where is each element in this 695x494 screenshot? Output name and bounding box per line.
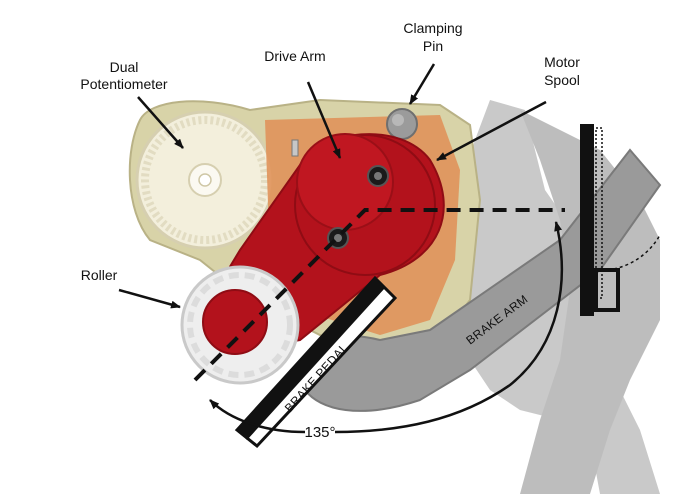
clamping-pin	[386, 108, 418, 140]
angle-arc	[209, 221, 563, 434]
callout-arrows	[118, 63, 547, 309]
roller-label: Roller	[81, 267, 118, 283]
clamping-pin-label-line1: Clamping	[403, 20, 462, 36]
motor-spool-label-line2: Spool	[544, 72, 580, 88]
motor-spool-arrow	[436, 100, 547, 162]
dual-potentiometer-label-line1: Dual	[110, 59, 139, 75]
clamping-pin-arrow	[408, 63, 436, 105]
roller-arrow	[118, 288, 181, 309]
drive-arm-label: Drive Arm	[264, 48, 325, 64]
angle-label: 135°	[304, 424, 335, 441]
dual-potentiometer-label-line2: Potentiometer	[80, 76, 167, 92]
angle-reference-lines	[193, 208, 565, 382]
clamping-pin-label-line2: Pin	[423, 38, 443, 54]
pedal-bar	[580, 124, 661, 316]
dual-potentiometer-gear	[135, 110, 275, 250]
drive-arm-arrow	[306, 81, 342, 159]
brake-pedal	[234, 275, 398, 449]
motor-spool-label-line1: Motor	[544, 54, 580, 70]
roller	[180, 265, 300, 385]
potentiometer-arrow	[137, 96, 184, 149]
